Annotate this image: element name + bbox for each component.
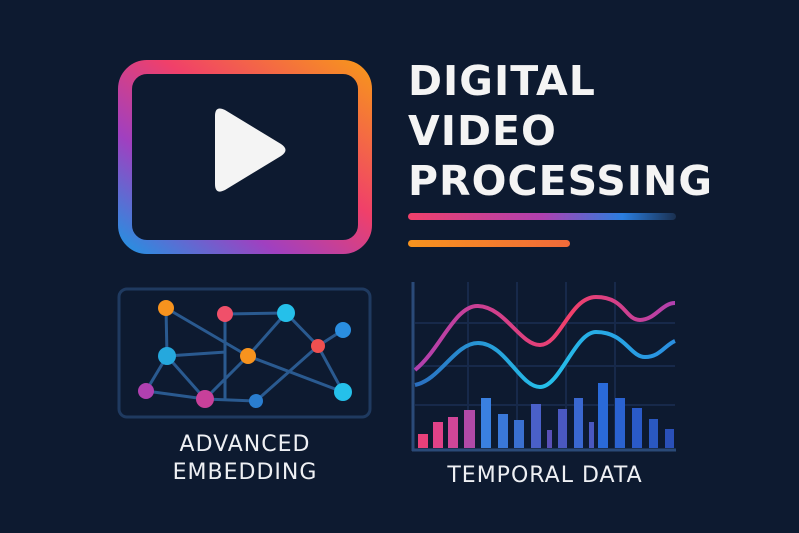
play-button-icon xyxy=(215,108,286,192)
bar xyxy=(418,434,428,448)
temporal-caption: TEMPORAL DATA xyxy=(447,463,643,488)
bar xyxy=(598,383,608,448)
wave-upper xyxy=(413,294,676,372)
bar xyxy=(433,422,443,448)
bar xyxy=(514,420,524,448)
bar xyxy=(558,409,567,448)
bar xyxy=(498,414,508,448)
line-bar-chart-icon xyxy=(411,282,676,452)
bar xyxy=(547,430,552,448)
title-line-3: PROCESSING xyxy=(408,157,714,205)
bar xyxy=(649,419,658,448)
bar xyxy=(531,404,541,448)
title-line-2: VIDEO xyxy=(408,107,557,155)
bar xyxy=(574,398,583,448)
bar xyxy=(665,429,674,448)
bar xyxy=(615,398,625,448)
title-underline-long xyxy=(408,213,676,220)
network-graph-icon xyxy=(117,287,372,419)
embedding-caption-line-2: EMBEDDING xyxy=(172,460,318,485)
bar xyxy=(464,410,475,448)
video-player-frame xyxy=(118,60,372,254)
bar xyxy=(448,417,458,448)
page-title: DIGITAL VIDEO PROCESSING xyxy=(408,56,713,206)
wave-lower xyxy=(414,329,676,390)
title-line-1: DIGITAL xyxy=(408,57,596,105)
bar xyxy=(481,398,491,448)
bar xyxy=(632,408,642,448)
embedding-caption-line-1: ADVANCED xyxy=(179,432,311,457)
title-underline-short xyxy=(408,240,570,247)
embedding-caption: ADVANCED EMBEDDING xyxy=(140,431,350,487)
bar xyxy=(589,422,594,448)
